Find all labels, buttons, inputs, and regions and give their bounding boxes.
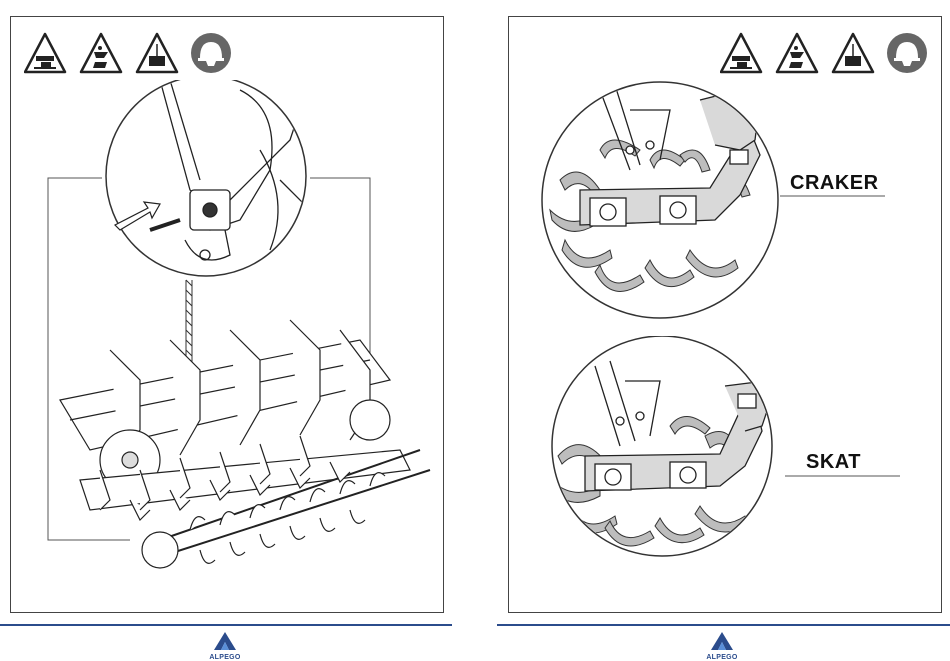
warning-hand-crush-icon <box>777 34 817 72</box>
safety-icons-right <box>720 32 930 76</box>
cultivator-machine <box>60 320 430 568</box>
brand-logo-right: ALPEGO <box>702 632 742 661</box>
alpego-logo-icon <box>214 632 236 650</box>
warning-crush-icon <box>25 34 65 72</box>
footer-rule-left <box>0 624 452 626</box>
safety-icons-left <box>24 32 234 76</box>
warning-crush-icon <box>721 34 761 72</box>
brand-logo-left: ALPEGO <box>205 632 245 661</box>
variant-label-craker: CRAKER <box>790 172 879 195</box>
mandatory-helmet-icon <box>191 33 231 73</box>
detail-zoom-circle <box>106 80 320 276</box>
variant-label-skat: SKAT <box>806 451 861 474</box>
craker-rotor-illustration <box>540 80 900 325</box>
warning-hand-crush-icon <box>81 34 121 72</box>
footer-rule-right <box>497 624 950 626</box>
mandatory-helmet-icon <box>887 33 927 73</box>
machine-assembly-illustration <box>40 80 440 600</box>
alpego-logo-icon <box>711 632 733 650</box>
skat-rotor-illustration <box>540 336 900 561</box>
warning-suspended-load-icon <box>833 34 873 72</box>
warning-suspended-load-icon <box>137 34 177 72</box>
